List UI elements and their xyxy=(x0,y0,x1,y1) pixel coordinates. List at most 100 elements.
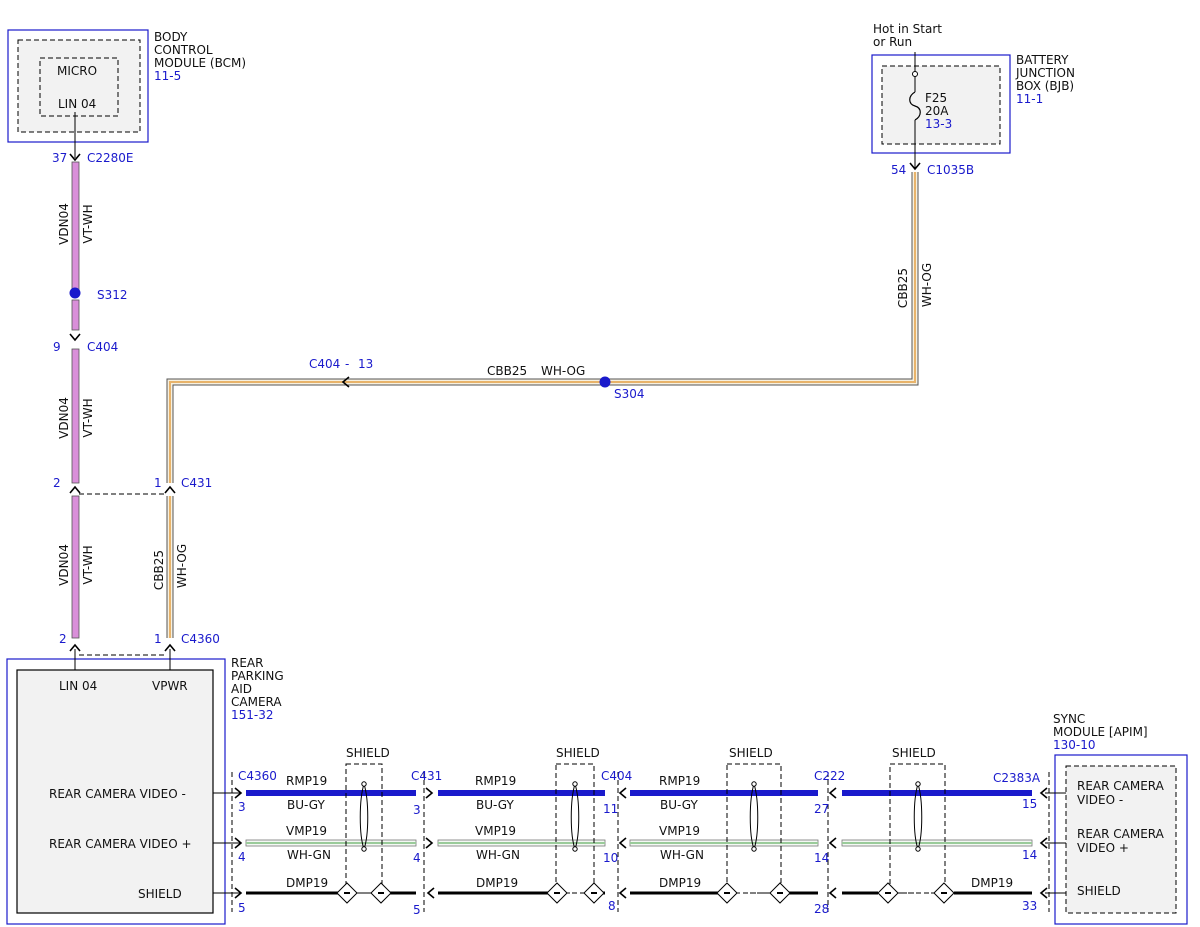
vid-conn-5-pin-dmp: 33 xyxy=(1022,899,1037,913)
vid-conn-2-id: C431 xyxy=(411,769,442,783)
camera-pin-vpwr: VPWR xyxy=(152,679,188,693)
lin-circuit-3: VDN04 xyxy=(57,544,71,586)
bjb-name-3: BOX (BJB) xyxy=(1016,79,1074,93)
c404-lin-id: C404 xyxy=(87,340,118,354)
vid-conn-3-pin-rmp: 11 xyxy=(603,802,618,816)
shield-3-label: SHIELD xyxy=(729,746,773,760)
vmp-circuit-1: VMP19 xyxy=(286,824,327,838)
sync-name-2: MODULE [APIM] xyxy=(1053,725,1148,739)
vid-conn-2-pin-dmp: 5 xyxy=(413,903,421,917)
shield-4: SHIELD xyxy=(877,746,955,904)
camera-sig-plus: REAR CAMERA VIDEO + xyxy=(49,837,192,851)
shield-4-label: SHIELD xyxy=(892,746,936,760)
bjb-hot-label-1: Hot in Start xyxy=(873,22,942,36)
video-wires: SHIELD SHIELD SHIELD xyxy=(213,746,1066,917)
splice-s304 xyxy=(599,376,611,388)
rmp-circuit-1: RMP19 xyxy=(286,774,327,788)
vid-conn-5-pin-vmp: 14 xyxy=(1022,848,1037,862)
splice-s312 xyxy=(69,287,81,299)
splice-s304-label: S304 xyxy=(614,387,645,401)
sync-sig-plus-1: REAR CAMERA xyxy=(1077,827,1165,841)
bcm-name-2: CONTROL xyxy=(154,43,213,57)
vmp-color-3: WH-GN xyxy=(660,848,704,862)
pwr-color-v1: WH-OG xyxy=(920,263,934,307)
rmp-color-2: BU-GY xyxy=(476,798,514,812)
c431-lin-pin: 2 xyxy=(53,476,61,490)
c404-pwr-sep: - xyxy=(345,357,349,371)
camera-name-3: AID xyxy=(231,682,252,696)
vid-conn-5-pin-rmp: 15 xyxy=(1022,797,1037,811)
dmp-circuit-4: DMP19 xyxy=(971,876,1013,890)
lin-color-2: VT-WH xyxy=(81,398,95,437)
bcm-name-3: MODULE (BCM) xyxy=(154,56,246,70)
camera-name-1: REAR xyxy=(231,656,263,670)
camera-name-2: PARKING xyxy=(231,669,284,683)
bcm-name-1: BODY xyxy=(154,30,188,44)
vid-conn-4-id: C222 xyxy=(814,769,845,783)
bcm-pin-label: LIN 04 xyxy=(58,97,96,111)
vid-conn-3-id: C404 xyxy=(601,769,632,783)
camera-sig-shield: SHIELD xyxy=(138,887,182,901)
fuse-ref: 13-3 xyxy=(925,117,952,131)
vid-conn-1-pin-dmp: 5 xyxy=(238,901,246,915)
bcm-ref: 11-5 xyxy=(154,69,181,83)
sync-sig-plus-2: VIDEO + xyxy=(1077,841,1129,855)
vid-conn-3-pin-vmp: 10 xyxy=(603,851,618,865)
rmp-color-3: BU-GY xyxy=(660,798,698,812)
fuse-rating: 20A xyxy=(925,104,949,118)
bjb-name-1: BATTERY xyxy=(1016,53,1069,67)
camera-module: LIN 04 VPWR REAR CAMERA VIDEO - REAR CAM… xyxy=(6,649,284,925)
sync-sig-minus-2: VIDEO - xyxy=(1077,793,1123,807)
c4360-pwr-pin: 1 xyxy=(154,632,162,646)
vmp-circuit-3: VMP19 xyxy=(659,824,700,838)
c404-lin-pin: 9 xyxy=(53,340,61,354)
c431-pwr-pin: 1 xyxy=(154,476,162,490)
vid-conn-1-pin-rmp: 3 xyxy=(238,800,246,814)
dmp-circuit-1: DMP19 xyxy=(286,876,328,890)
c431-pwr-id: C431 xyxy=(181,476,212,490)
camera-name-4: CAMERA xyxy=(231,695,282,709)
vmp-circuit-2: VMP19 xyxy=(475,824,516,838)
rmp-circuit-2: RMP19 xyxy=(475,774,516,788)
vmp-color-1: WH-GN xyxy=(287,848,331,862)
rmp-color-1: BU-GY xyxy=(287,798,325,812)
vid-conn-1-id: C4360 xyxy=(238,769,277,783)
c1035b-id: C1035B xyxy=(927,163,974,177)
c404-pwr-pin: 13 xyxy=(358,357,373,371)
dmp-circuit-2: DMP19 xyxy=(476,876,518,890)
c1035b-pin: 54 xyxy=(891,163,906,177)
dmp-circuit-3: DMP19 xyxy=(659,876,701,890)
vid-conn-1-pin-vmp: 4 xyxy=(238,850,246,864)
fuse-icon xyxy=(909,91,921,121)
bjb-name-2: JUNCTION xyxy=(1015,66,1075,80)
camera-ref: 151-32 xyxy=(231,708,274,722)
sync-ref: 130-10 xyxy=(1053,738,1096,752)
lin-color-3: VT-WH xyxy=(81,545,95,584)
pwr-circuit-v1: CBB25 xyxy=(896,268,910,308)
c2280e-id: C2280E xyxy=(87,151,134,165)
bcm-micro-label: MICRO xyxy=(57,64,97,78)
vid-conn-4-pin-rmp: 27 xyxy=(814,802,829,816)
rmp-wire xyxy=(246,790,1032,796)
bjb-hot-label-2: or Run xyxy=(873,35,912,49)
c4360-pwr-id: C4360 xyxy=(181,632,220,646)
c404-pwr-label: C404 xyxy=(309,357,340,371)
splice-s312-label: S312 xyxy=(97,288,128,302)
pwr-color-h: WH-OG xyxy=(541,364,585,378)
bcm-module: MICRO LIN 04 BODY CONTROL MODULE (BCM) 1… xyxy=(7,29,246,158)
lin-color-1: VT-WH xyxy=(81,204,95,243)
vid-conn-4-pin-vmp: 14 xyxy=(814,851,829,865)
sync-module: SYNC MODULE [APIM] 130-10 REAR CAMERA VI… xyxy=(1053,712,1188,925)
sync-name-1: SYNC xyxy=(1053,712,1085,726)
lin-wire: S312 37 C2280E 9 C404 2 2 VDN04 VT-WH VD… xyxy=(52,151,134,652)
bjb-ref: 11-1 xyxy=(1016,92,1043,106)
c4360-lin-pin: 2 xyxy=(59,632,67,646)
rmp-circuit-3: RMP19 xyxy=(659,774,700,788)
shield-2-label: SHIELD xyxy=(556,746,600,760)
vid-conn-4-pin-dmp: 28 xyxy=(814,902,829,916)
c2280e-pin: 37 xyxy=(52,151,67,165)
shield-1: SHIELD xyxy=(336,746,392,904)
vid-conn-2-pin-vmp: 4 xyxy=(413,851,421,865)
shield-1-label: SHIELD xyxy=(346,746,390,760)
